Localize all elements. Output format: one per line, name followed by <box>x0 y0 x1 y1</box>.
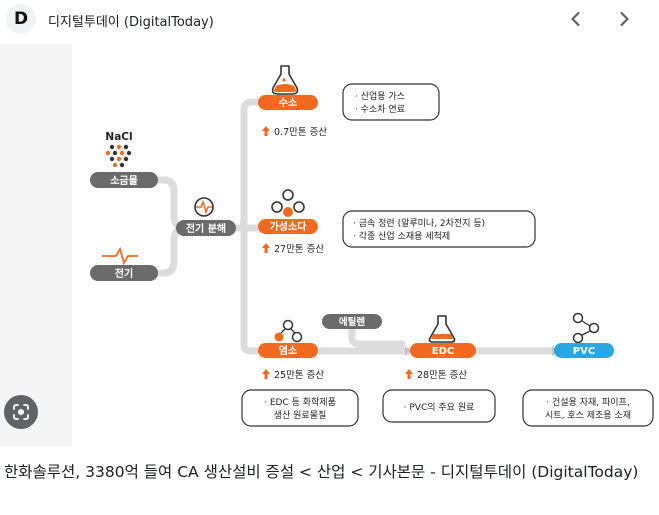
electrolysis-pill <box>176 220 236 236</box>
edc-label: EDC <box>432 346 454 357</box>
hydrogen-pill <box>258 95 318 110</box>
caustic-soda-increase: 27만톤 증산 <box>274 244 324 255</box>
caustic-soda-pill <box>258 219 318 234</box>
chlorine-use-1: · EDC 등 화학제품 <box>264 397 336 408</box>
increase-arrow-icon <box>405 369 413 379</box>
electrolysis-icon <box>194 197 214 217</box>
electricity-wave-icon <box>102 246 138 266</box>
previous-button[interactable] <box>561 5 591 33</box>
molecule-icon <box>274 319 303 343</box>
molecule-cluster-icon <box>271 189 305 217</box>
chlorine-uses-box <box>241 389 359 427</box>
hydrogen-use-1: · 산업용 가스 <box>355 91 405 102</box>
ethylene-label: 에틸렌 <box>339 316 365 328</box>
chlorine-pill <box>258 343 318 358</box>
ethylene-pill <box>322 314 382 329</box>
site-name-link[interactable]: 디지털투데이 (DigitalToday) <box>48 15 214 30</box>
hydrogen-uses-box <box>342 83 440 121</box>
caustic-soda-use-2: · 각종 산업 소재용 세척제 <box>353 230 450 242</box>
chlorine-use-2: 생산 원료물질 <box>274 409 327 421</box>
beaker-icon <box>428 315 456 343</box>
google-lens-button[interactable] <box>4 395 38 429</box>
process-diagram: NaCl 소금물 전기 전기 분해 수소 <box>90 65 654 427</box>
pvc-pill <box>554 343 614 358</box>
image-preview-panel[interactable]: NaCl 소금물 전기 전기 분해 수소 <box>0 44 659 446</box>
flow-lines <box>154 98 562 355</box>
chevron-left-icon <box>571 11 580 27</box>
infographic-image: NaCl 소금물 전기 전기 분해 수소 <box>72 44 659 446</box>
hydrogen-use-2: · 수소차 연료 <box>355 103 405 115</box>
pvc-use-2: 시트, 호스 제조용 소재 <box>545 410 631 421</box>
caustic-soda-label: 가성소다 <box>270 220 308 233</box>
electricity-label: 전기 <box>115 267 133 280</box>
caustic-soda-uses-box <box>342 210 536 248</box>
edc-uses-box <box>382 389 496 423</box>
increase-arrow-icon <box>262 243 270 253</box>
pvc-use-1: · 건설용 자재, 파이프, <box>546 397 629 408</box>
chlorine-increase: 25만톤 증산 <box>274 370 324 381</box>
caustic-soda-use-1: · 금속 정련 (알루미나, 2차전지 등) <box>353 217 485 229</box>
electricity-pill <box>90 265 158 281</box>
site-favicon[interactable]: D <box>6 4 36 34</box>
edc-pill <box>410 343 476 358</box>
edc-increase: 28만톤 증산 <box>417 370 467 381</box>
pvc-uses-box <box>522 389 654 427</box>
chevron-right-icon <box>620 11 629 27</box>
hydrogen-label: 수소 <box>279 97 297 109</box>
edc-use-1: · PVC의 주요 원료 <box>404 402 475 413</box>
nacl-label: NaCl <box>105 131 132 143</box>
salt-water-pill <box>90 172 158 188</box>
salt-water-label: 소금물 <box>110 175 138 187</box>
pvc-label: PVC <box>573 346 595 357</box>
result-header: D 디지털투데이 (DigitalToday) <box>0 0 659 40</box>
image-caption-link[interactable]: 한화솔루션, 3380억 들여 CA 생산설비 증설 < 산업 < 기사본문 -… <box>4 463 639 481</box>
nacl-molecule-icon <box>105 144 132 168</box>
chlorine-label: 염소 <box>279 345 297 357</box>
hydrogen-increase: 0.7만톤 증산 <box>274 127 327 138</box>
flask-icon <box>271 65 299 95</box>
lens-icon <box>13 404 29 420</box>
next-button[interactable] <box>609 5 639 33</box>
increase-arrow-icon <box>262 126 270 136</box>
electrolysis-label: 전기 분해 <box>186 222 226 235</box>
polymer-icon <box>572 312 600 344</box>
increase-arrow-icon <box>262 369 270 379</box>
